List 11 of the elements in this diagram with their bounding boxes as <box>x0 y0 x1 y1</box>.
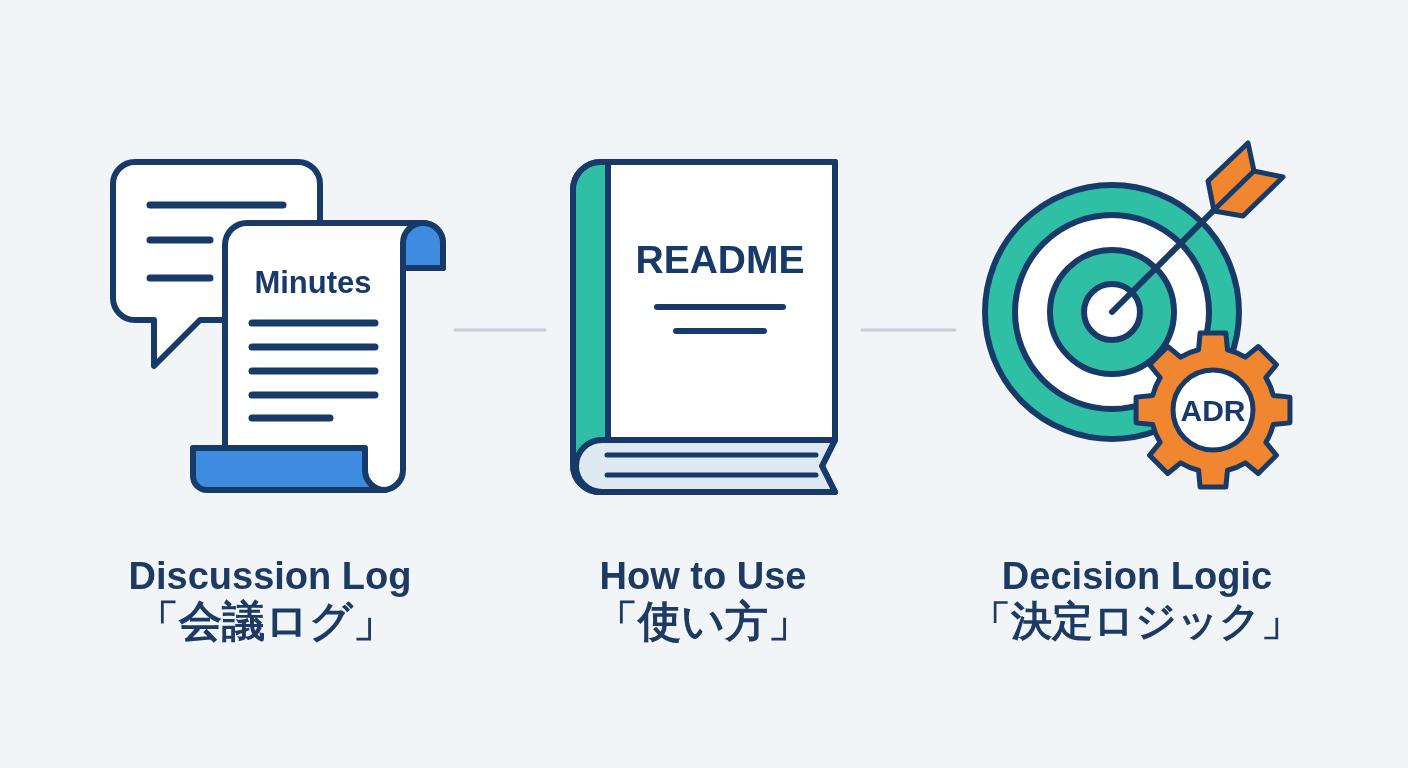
node-label: 「決定ロジック」 <box>970 599 1302 645</box>
connector-line <box>860 328 957 332</box>
node-label: Discussion Log <box>128 556 412 598</box>
heading-text: Minutes <box>254 265 372 301</box>
cover-title: README <box>635 238 805 282</box>
gear-label: ADR <box>1180 393 1246 427</box>
connector-line <box>453 328 547 332</box>
node-label: 「会議ログ」 <box>136 598 396 646</box>
node-label: 「使い方」 <box>595 598 811 646</box>
node-label: Decision Logic <box>1001 556 1273 598</box>
node-label: How to Use <box>599 556 807 598</box>
